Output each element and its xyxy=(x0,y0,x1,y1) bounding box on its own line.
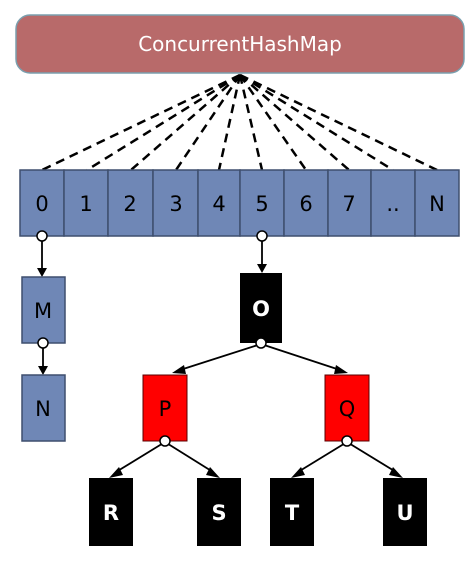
header-box xyxy=(15,14,465,74)
tree-node-p-label: P xyxy=(159,397,172,421)
tree-node-p xyxy=(142,374,188,442)
list-node-m-pointer xyxy=(37,337,49,349)
linked-list: M N xyxy=(21,230,66,442)
header-title: ConcurrentHashMap xyxy=(138,32,342,56)
bucket-0-pointer xyxy=(36,230,48,242)
tree-arrowhead-q-t xyxy=(291,467,305,478)
tree-node-t xyxy=(270,478,314,546)
list-arrowhead-m-n xyxy=(38,366,48,375)
tree-node-t-label: T xyxy=(285,501,300,525)
tree-node-o xyxy=(240,273,282,343)
list-node-n-label: N xyxy=(35,397,51,421)
bucket-1 xyxy=(63,169,109,237)
bucket-4 xyxy=(197,169,241,237)
tree-edge-q-u xyxy=(346,441,397,473)
bucket-label-6: 6 xyxy=(299,192,312,216)
list-arrowhead-0-m xyxy=(37,268,47,277)
tree-node-o-pointer xyxy=(255,337,267,349)
tree-edge-q-t xyxy=(297,441,348,473)
bucket-label-7: 7 xyxy=(342,192,355,216)
tree-arrowhead-q-u xyxy=(389,467,403,478)
bucket-7 xyxy=(327,169,372,237)
tree-node-s-label: S xyxy=(211,501,226,525)
list-node-n xyxy=(21,374,66,442)
tree-node-s xyxy=(197,478,241,546)
bucket-label-5: 5 xyxy=(255,192,268,216)
bucket-label-9: N xyxy=(429,192,445,216)
tree-node-u xyxy=(383,478,427,546)
tree-edge-o-q xyxy=(260,343,341,371)
tree-node-q-pointer xyxy=(341,435,353,447)
tree-node-u-label: U xyxy=(396,501,413,525)
tree-node-q-label: Q xyxy=(339,397,356,421)
tree-node-q xyxy=(324,374,370,442)
tree-node-o-label: O xyxy=(252,297,270,321)
tree-node-r xyxy=(89,478,133,546)
dashed-connectors xyxy=(41,73,438,172)
bucket-array: 0 1 2 3 4 5 6 7 .. N xyxy=(19,169,460,237)
tree-node-r-label: R xyxy=(103,501,119,525)
tree-arrowhead-p-r xyxy=(109,467,123,478)
tree-arrowhead-p-s xyxy=(206,467,220,478)
bucket-6 xyxy=(283,169,329,237)
tree-edge-p-r xyxy=(115,441,166,473)
list-node-m xyxy=(21,276,66,344)
tree-node-p-pointer xyxy=(159,435,171,447)
bucket-5-pointer xyxy=(256,230,268,242)
red-black-tree: O P Q R S T U xyxy=(89,230,427,546)
bucket-2 xyxy=(107,169,154,237)
list-node-m-label: M xyxy=(34,299,52,323)
tree-edge-p-s xyxy=(164,441,214,473)
bucket-label-2: 2 xyxy=(123,192,136,216)
bucket-label-1: 1 xyxy=(79,192,92,216)
bucket-label-0: 0 xyxy=(35,192,48,216)
tree-edge-o-p xyxy=(179,343,262,371)
tree-arrowhead-5-o xyxy=(257,264,267,273)
bucket-label-8: .. xyxy=(386,192,399,216)
bucket-label-3: 3 xyxy=(169,192,182,216)
tree-arrowhead-o-q xyxy=(334,365,348,374)
bucket-5 xyxy=(239,169,285,237)
bucket-label-4: 4 xyxy=(212,192,225,216)
tree-arrowhead-o-p xyxy=(172,365,186,374)
bucket-9 xyxy=(414,169,460,237)
